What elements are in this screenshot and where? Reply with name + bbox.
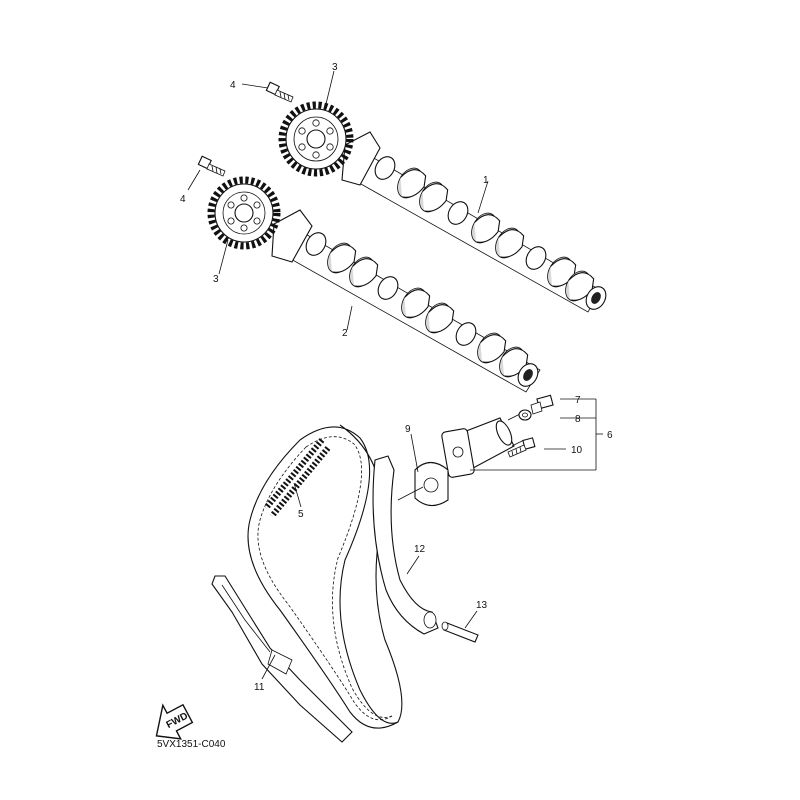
callout-6: 6: [607, 430, 613, 441]
callout-3-upper: 3: [332, 62, 338, 73]
callout-2: 2: [342, 328, 348, 339]
tensioner-bolt: [507, 437, 536, 458]
diagram-code: 5VX1351-C040: [157, 739, 226, 750]
chain-guide: [211, 575, 353, 743]
callout-10: 10: [571, 445, 583, 456]
bolt-lower: [197, 155, 226, 177]
tensioner-gasket: [414, 461, 449, 507]
tensioner-cap-bolt: [530, 394, 554, 415]
callout-8: 8: [575, 414, 581, 425]
callout-7: 7: [575, 395, 581, 406]
callout-12: 12: [414, 544, 426, 555]
callout-1: 1: [483, 175, 489, 186]
callouts: 1 2 3 3 4 4 5 6 7 8 9 10 11 12 13: [180, 62, 613, 693]
tensioner-washer: [518, 409, 532, 421]
callout-5: 5: [298, 509, 304, 520]
tensioner-guide: [372, 455, 439, 635]
leader-lines: [187, 70, 603, 680]
tensioner-assembly: [441, 413, 525, 478]
sprocket-lower: [207, 176, 281, 250]
sprocket-upper: [278, 101, 354, 177]
camshaft-lower-flange: [271, 209, 313, 263]
callout-4-lower: 4: [180, 194, 186, 205]
bolt-upper: [265, 81, 294, 103]
fwd-arrow-icon: FWD: [155, 703, 194, 740]
guide-pin: [441, 621, 479, 643]
callout-4-upper: 4: [230, 80, 236, 91]
callout-9: 9: [405, 424, 411, 435]
camshaft-lower: [271, 209, 541, 393]
callout-3-lower: 3: [213, 274, 219, 285]
callout-11: 11: [254, 682, 265, 693]
callout-13: 13: [476, 600, 488, 611]
